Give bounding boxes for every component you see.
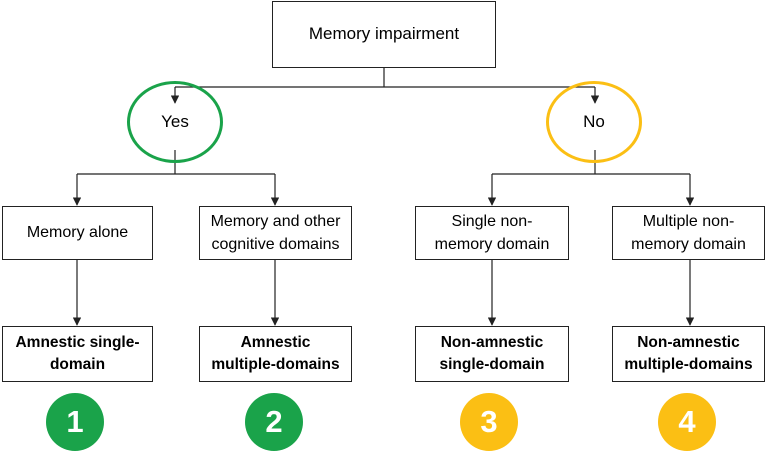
badge-1: 1 (46, 393, 104, 451)
memory-alone-box: Memory alone (2, 206, 153, 260)
badge-3: 3 (460, 393, 518, 451)
no-decision-circle: No (546, 81, 642, 163)
memory-impairment-box: Memory impairment (272, 1, 496, 68)
single-non-memory-domain-box: Single non- memory domain (415, 206, 569, 260)
badge-2: 2 (245, 393, 303, 451)
yes-decision-circle: Yes (127, 81, 223, 163)
badge-4: 4 (658, 393, 716, 451)
memory-and-other-cognitive-domains-box: Memory and other cognitive domains (199, 206, 352, 260)
amnestic-single-domain-box: Amnestic single- domain (2, 326, 153, 382)
amnestic-multiple-domains-box: Amnestic multiple-domains (199, 326, 352, 382)
non-amnestic-multiple-domains-box: Non-amnestic multiple-domains (612, 326, 765, 382)
multiple-non-memory-domain-box: Multiple non- memory domain (612, 206, 765, 260)
non-amnestic-single-domain-box: Non-amnestic single-domain (415, 326, 569, 382)
